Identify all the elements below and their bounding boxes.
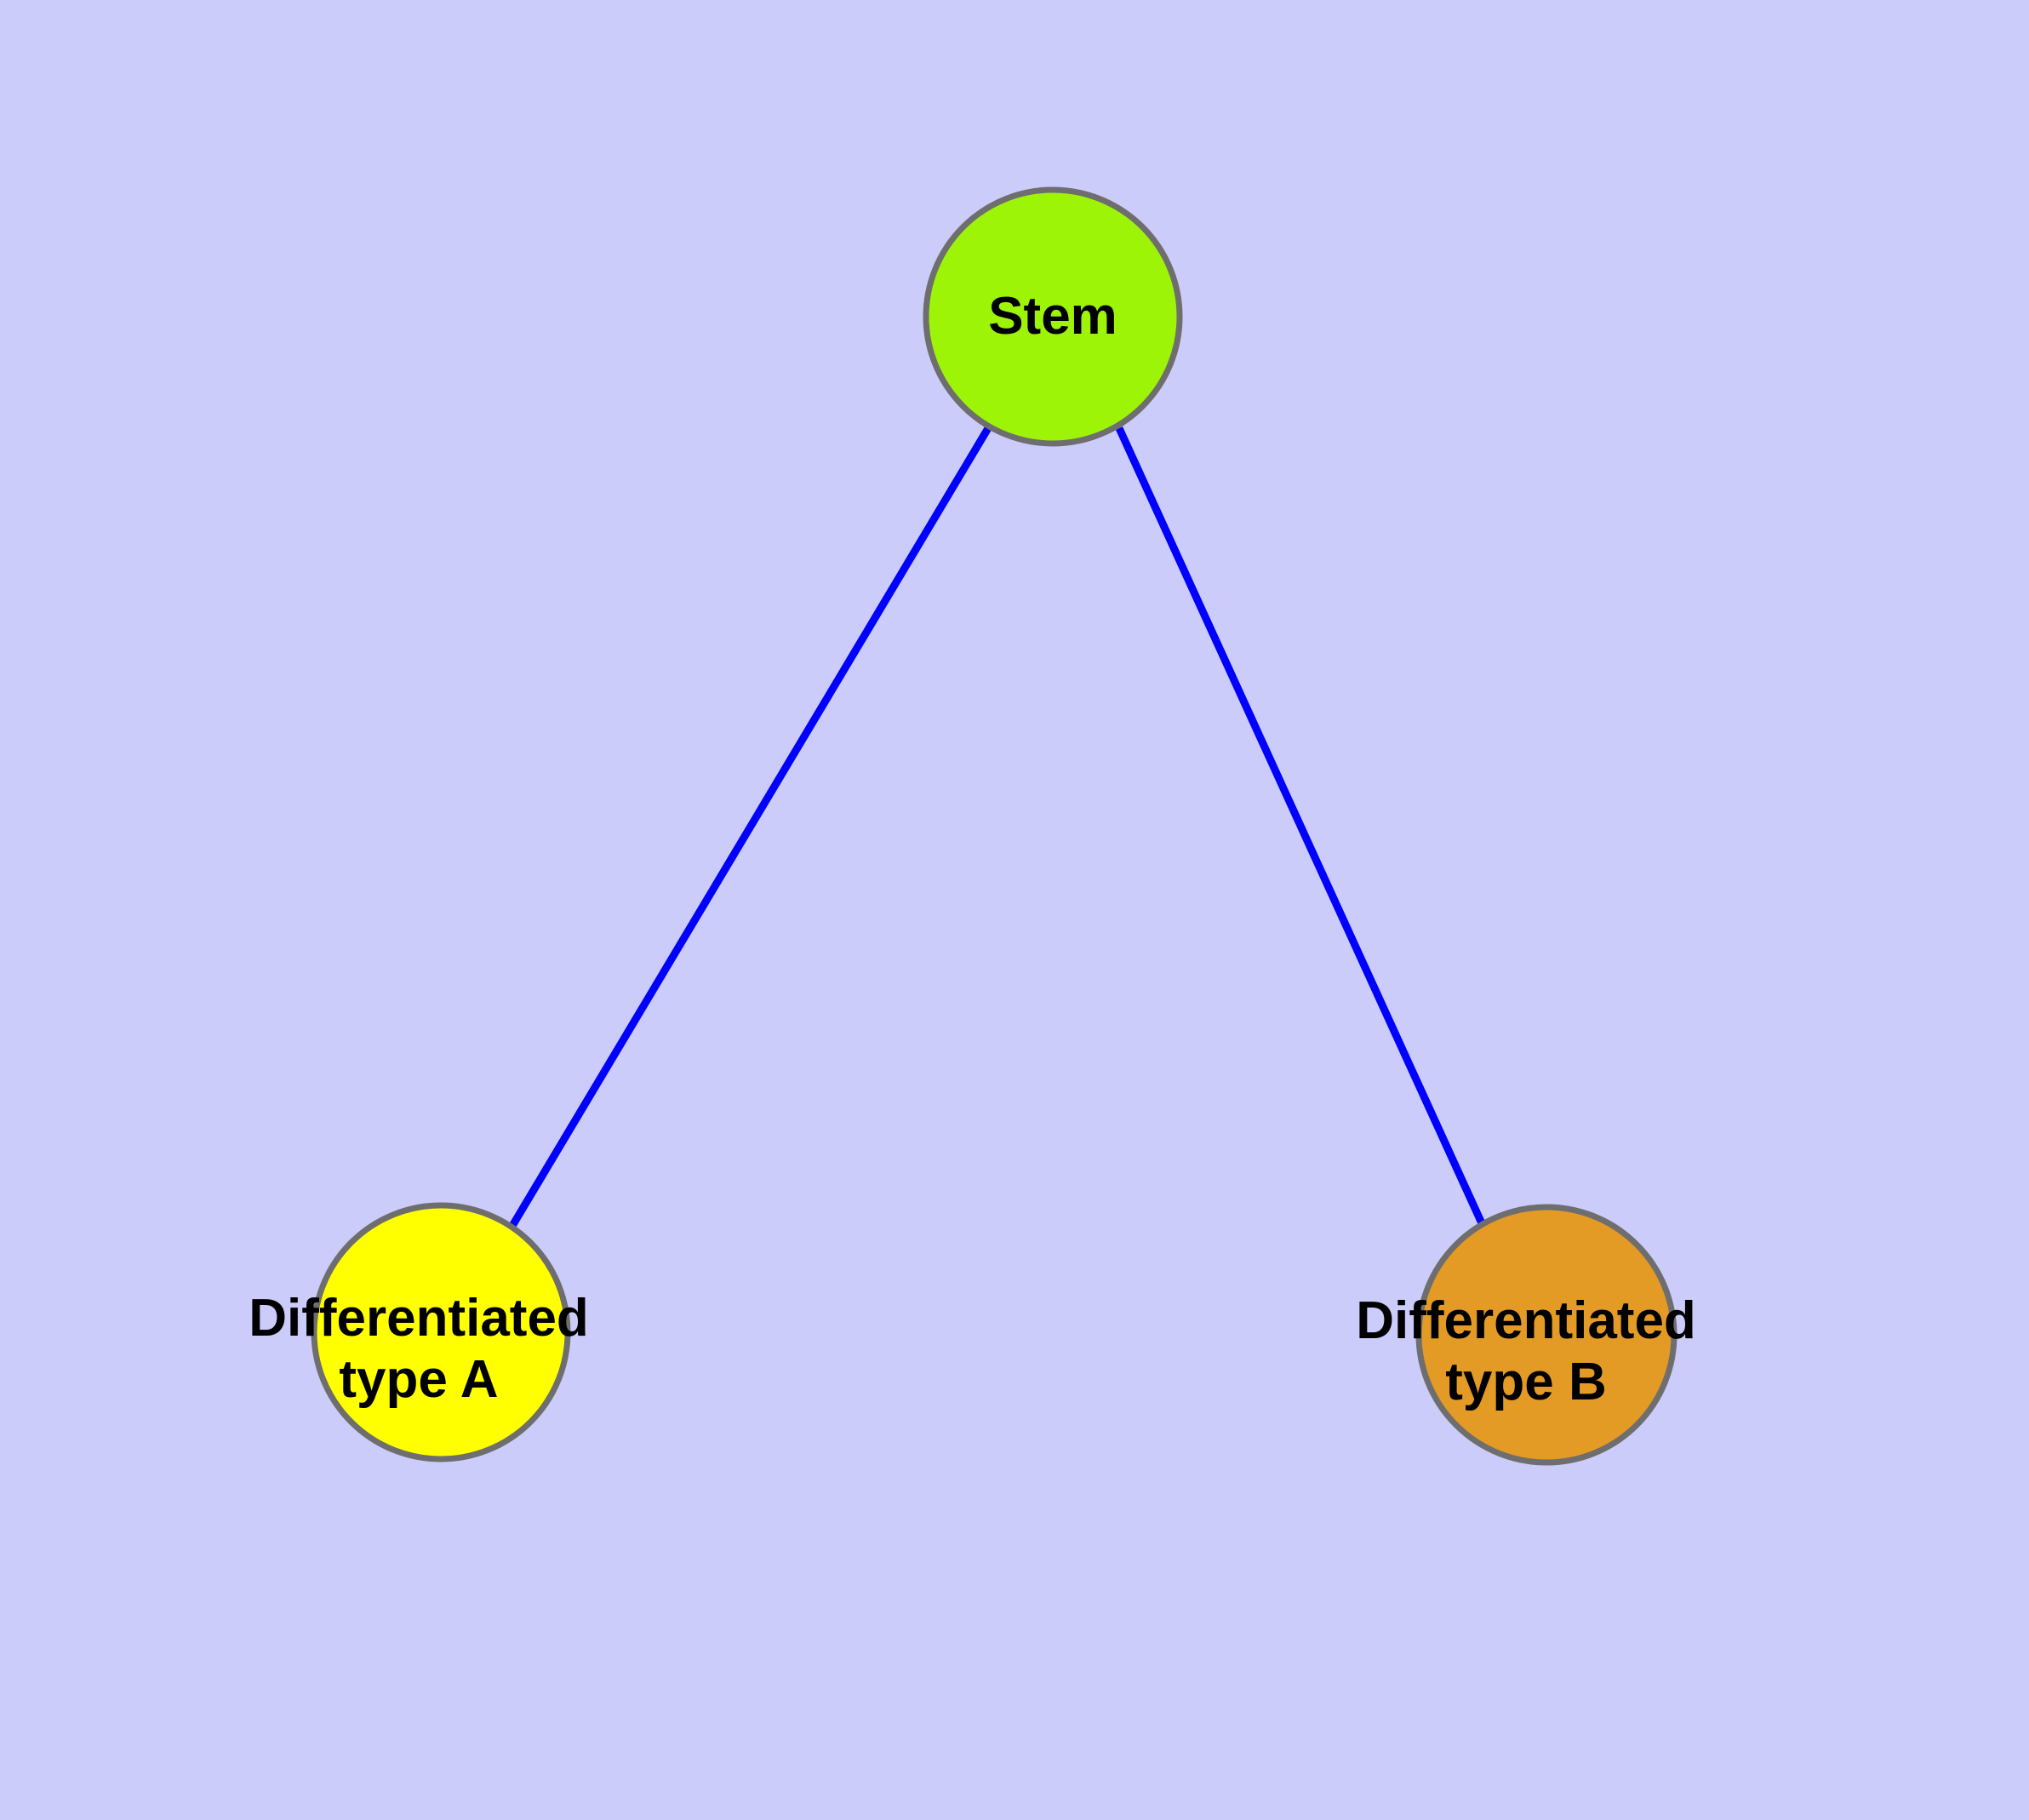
node-circle-stem[interactable]	[923, 186, 1183, 447]
node-circle-differentiated-type-b[interactable]	[1415, 1204, 1677, 1466]
node-circle-differentiated-type-a[interactable]	[311, 1202, 571, 1462]
edges-group	[509, 426, 1486, 1228]
edge-stem-to-differentiated-type-b[interactable]	[1115, 426, 1486, 1225]
nodes-group	[311, 186, 1677, 1466]
edge-stem-to-differentiated-type-a[interactable]	[509, 426, 992, 1228]
